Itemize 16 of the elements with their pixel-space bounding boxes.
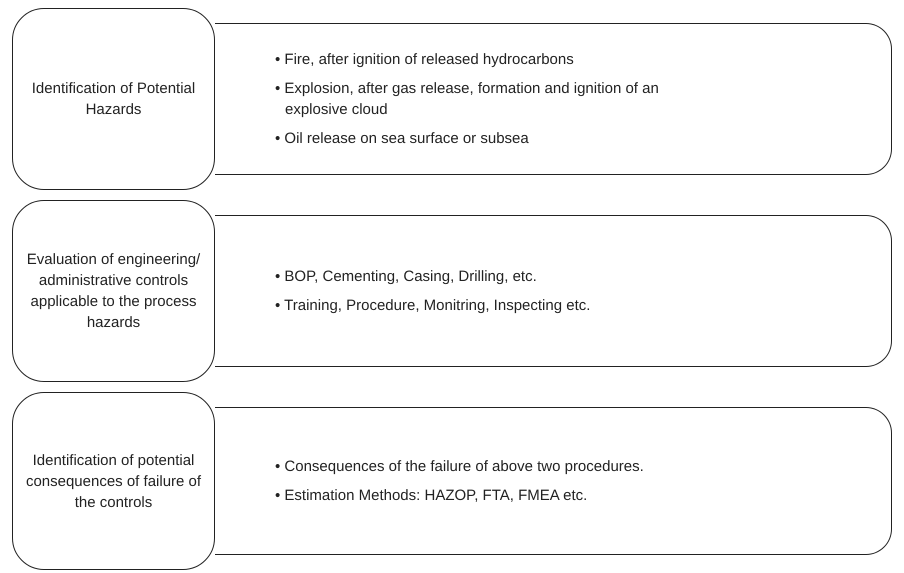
step-title: Identification of potential consequences of failure of the controls <box>24 450 202 512</box>
step-box <box>12 200 215 382</box>
bullet-item: • Oil release on sea surface or subsea <box>275 129 530 149</box>
bullet-item: • Estimation Methods: HAZOP, FTA, FMEA etc. <box>275 486 588 506</box>
bullet-item: • Explosion, after gas release, formation and ignition of an explosive cloud <box>275 79 660 120</box>
bullet-item: • Training, Procedure, Monitring, Inspecting etc. <box>275 296 592 316</box>
bullet-item: • Fire, after ignition of released hydrocarbons <box>275 50 575 70</box>
detail-box <box>215 407 892 555</box>
step-box <box>12 392 215 570</box>
step-title: Evaluation of engineering/ administrative controls applicable to the process hazards <box>26 250 202 333</box>
bullet-item: • BOP, Cementing, Casing, Drilling, etc. <box>275 267 538 287</box>
bullet-item: • Consequences of the failure of above two procedures. <box>275 457 645 477</box>
detail-box <box>215 23 892 175</box>
step-title: Identification of Potential Hazards <box>30 79 196 120</box>
detail-box <box>215 215 892 367</box>
step-box <box>12 8 215 190</box>
